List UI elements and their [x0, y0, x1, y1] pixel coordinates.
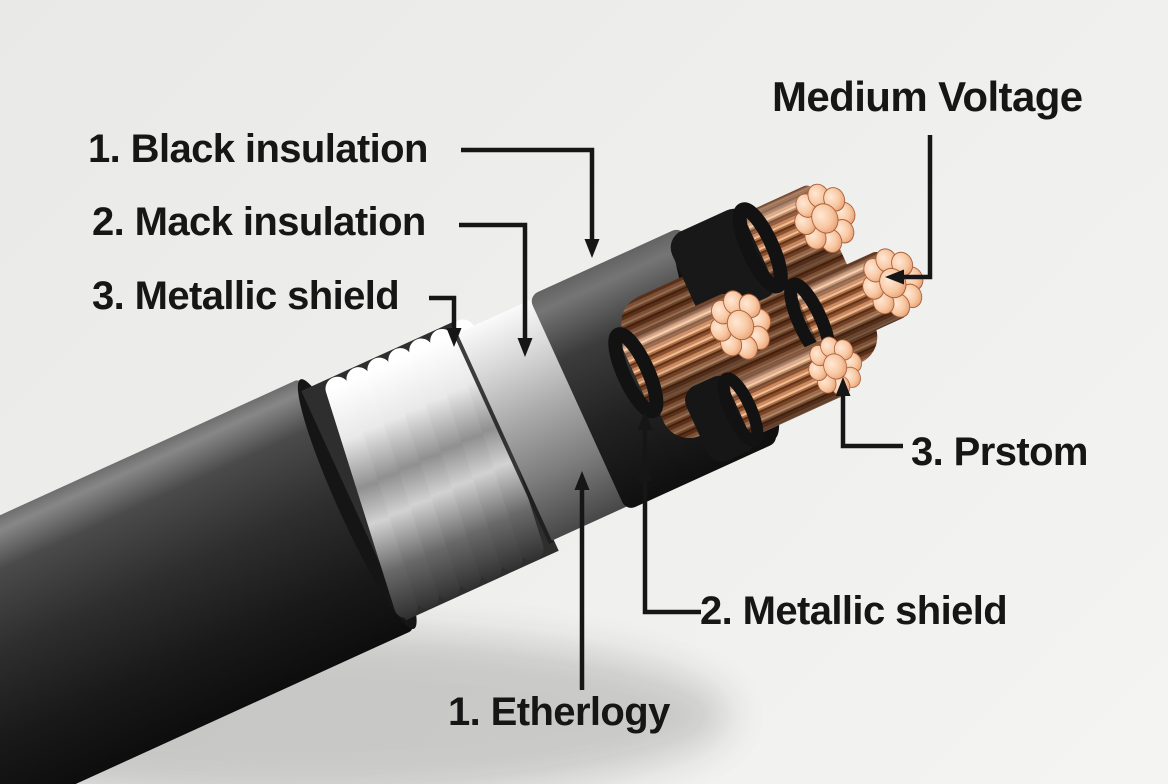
leader-prstom: [835, 377, 903, 449]
core-sheath-top: [670, 208, 778, 321]
cable-body: [0, 183, 924, 784]
leader-metallic-shield-right: [637, 411, 701, 615]
leader-etherlogy: [574, 471, 590, 690]
cable-armor-coils: [301, 319, 559, 621]
label-metallic-shield-left: 3. Metallic shield: [92, 274, 400, 318]
label-metallic-shield-right: 2. Metallic shield: [700, 589, 1008, 633]
copper-bundle-face: [794, 183, 856, 254]
copper-bundle-right: [784, 248, 924, 364]
leader-mack-insulation: [459, 222, 533, 357]
copper-bundle-face: [862, 248, 924, 318]
copper-bundle-top: [732, 183, 856, 294]
leader-black-insulation: [461, 147, 600, 258]
copper-bundle-face: [808, 336, 863, 397]
label-mack-insulation: 2. Mack insulation: [92, 200, 426, 244]
leader-metallic-shield-left: [429, 295, 462, 347]
label-black-insulation: 1. Black insulation: [88, 127, 428, 171]
leader-lines: [429, 135, 933, 690]
label-medium-voltage: Medium Voltage: [772, 73, 1083, 120]
copper-bundle-face: [709, 290, 772, 360]
label-etherlogy: 1. Etherlogy: [448, 690, 670, 734]
copper-bundles: [608, 183, 924, 462]
leader-medium-voltage: [885, 135, 933, 285]
label-prstom: 3. Prstom: [911, 430, 1088, 474]
copper-bundle-front: [608, 290, 772, 419]
copper-bundle-bottom: [717, 336, 863, 447]
